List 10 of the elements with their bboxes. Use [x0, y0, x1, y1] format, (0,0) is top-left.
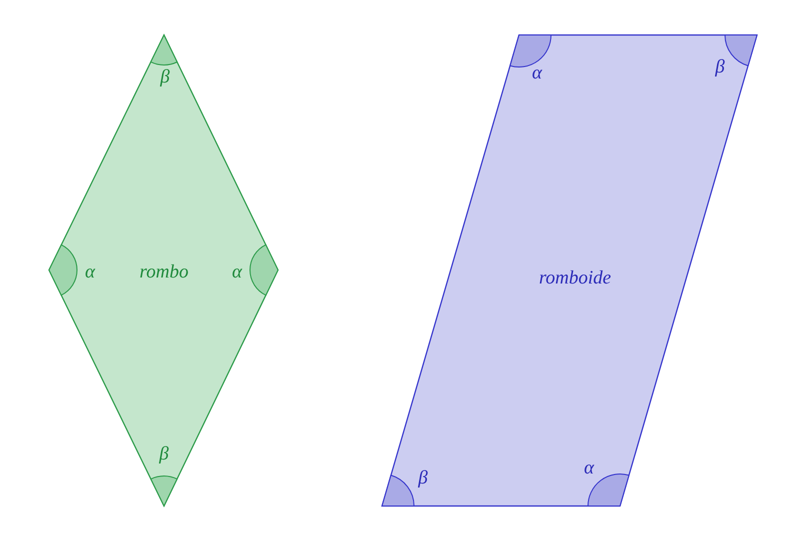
- angle-label: α: [85, 262, 95, 282]
- shape-name: romboide: [538, 268, 612, 288]
- angle-label: β: [418, 468, 428, 488]
- angle-label: β: [160, 68, 170, 86]
- angle-label: α: [584, 458, 594, 478]
- shape-name: rombo: [140, 262, 188, 282]
- angle-label: α: [532, 64, 542, 82]
- angle-label: β: [159, 444, 169, 464]
- angle-label: β: [715, 58, 725, 76]
- angle-label: α: [232, 262, 242, 282]
